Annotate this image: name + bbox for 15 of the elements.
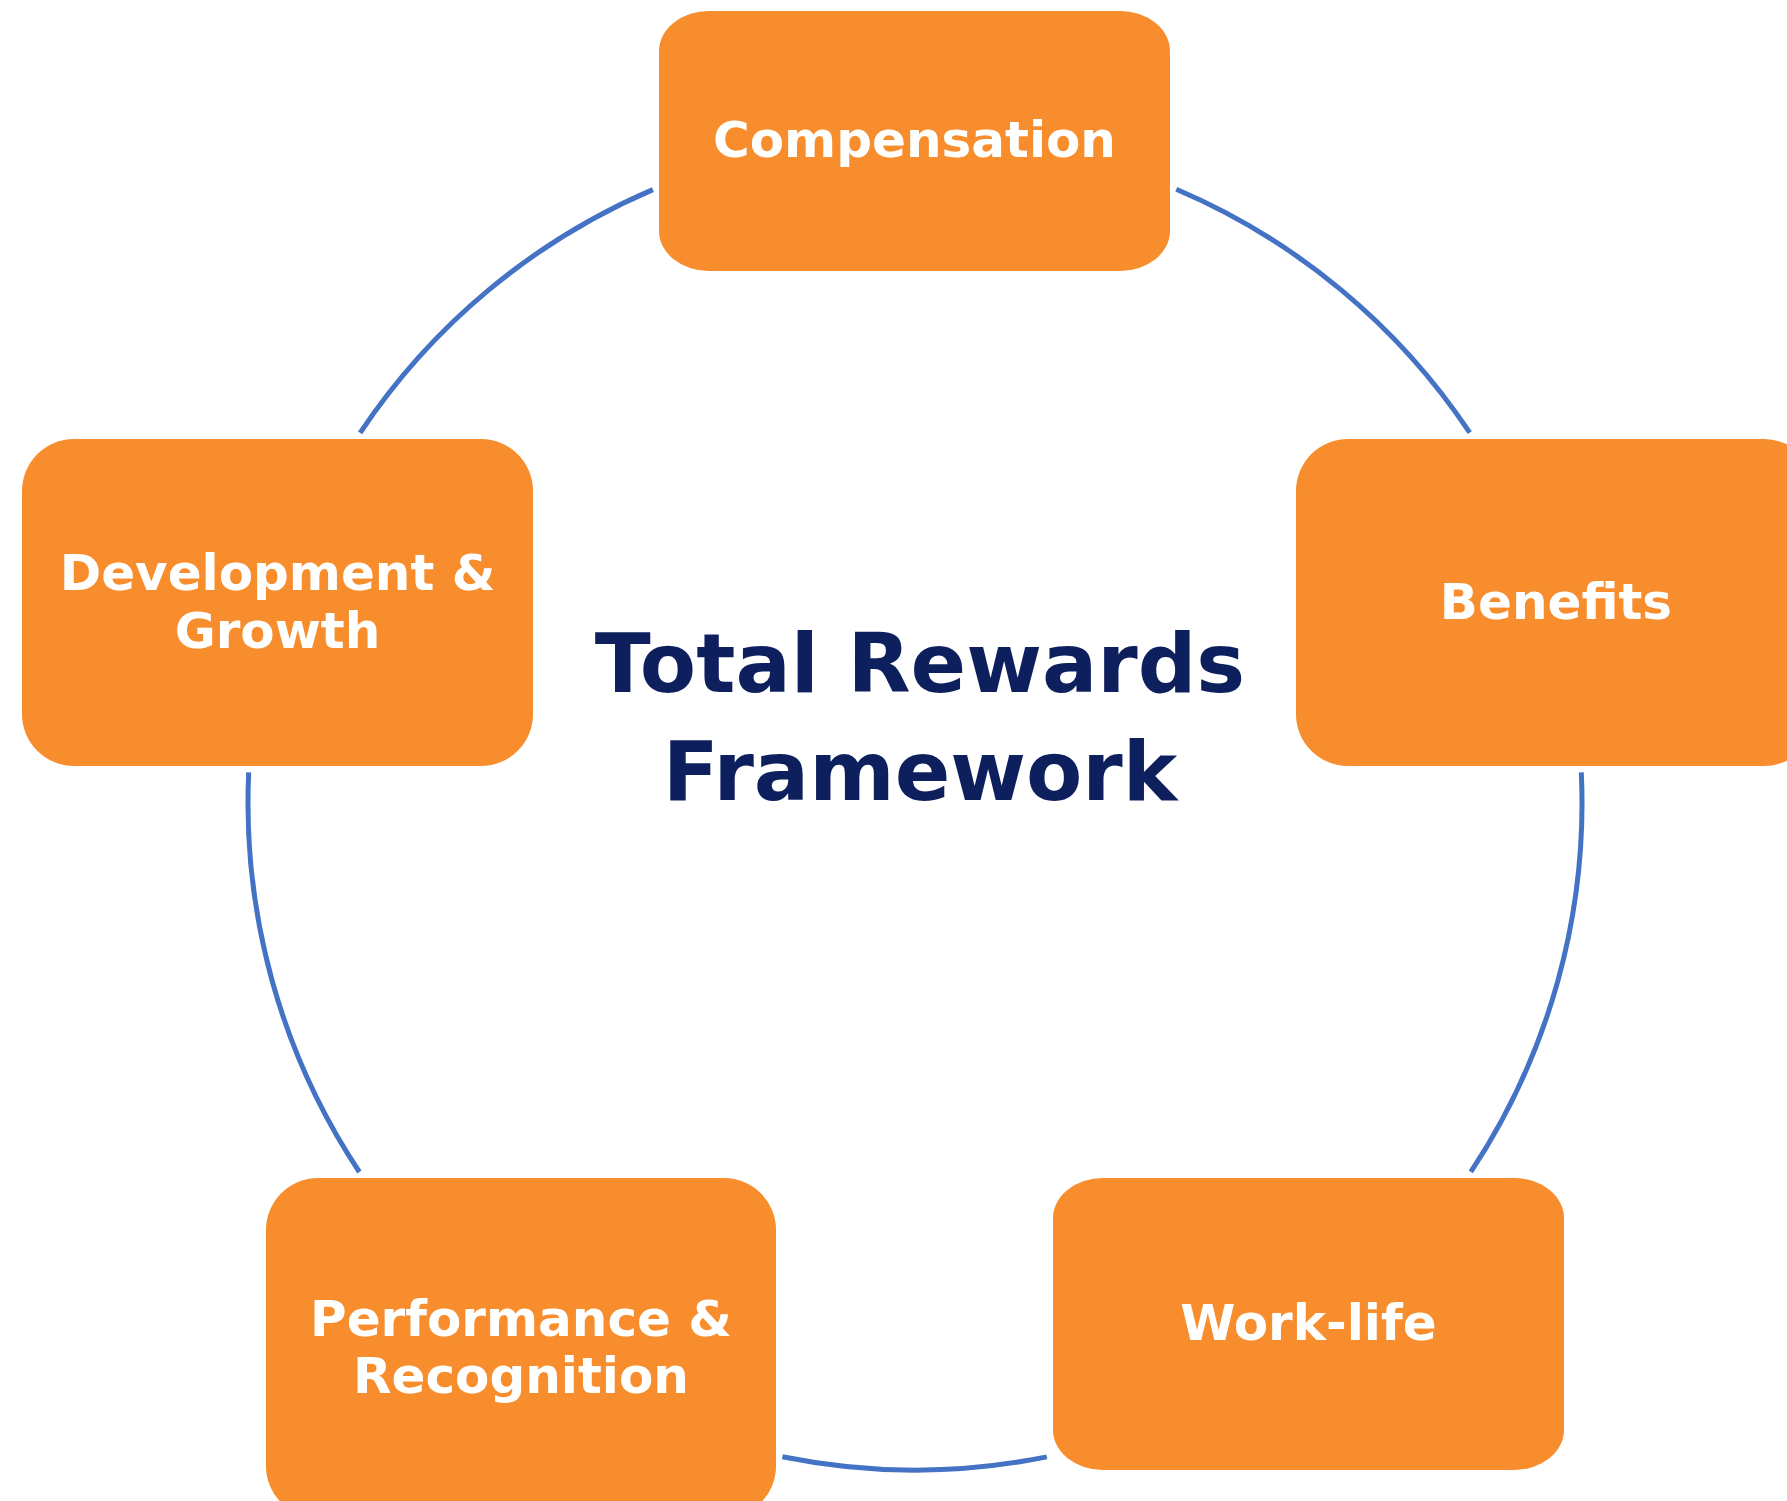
rounded-box — [266, 1178, 776, 1501]
rounded-box — [659, 11, 1170, 271]
connector-arc — [246, 772, 362, 1174]
diagram-title: Total Rewards Framework — [593, 615, 1247, 821]
rounded-box — [22, 439, 533, 766]
rounded-box — [1053, 1178, 1564, 1470]
rounded-box — [1296, 439, 1787, 766]
box-label: Compensation — [713, 112, 1116, 170]
connector-arc — [1468, 772, 1584, 1174]
connector-arc — [1175, 187, 1472, 435]
box-label: Development & Growth — [58, 545, 497, 660]
box-label: Work-life — [1180, 1295, 1437, 1353]
box-label: Benefits — [1439, 573, 1673, 632]
box-label: Performance & Recognition — [309, 1290, 733, 1406]
connector-arc — [782, 1454, 1048, 1473]
